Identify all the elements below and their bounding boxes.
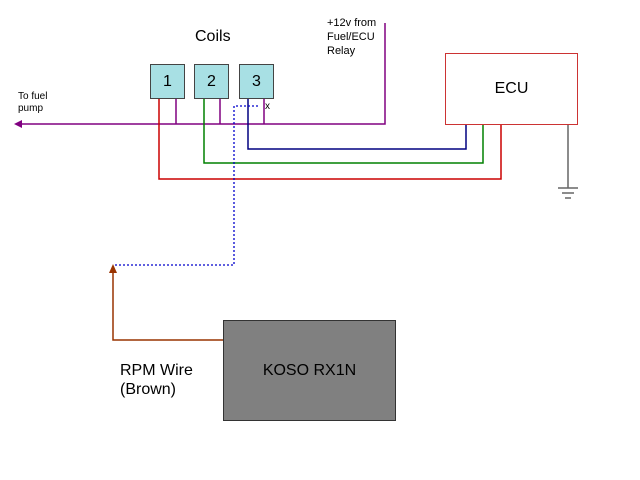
coil-2: 2 [194, 64, 229, 99]
rpm-brown-wire [112, 271, 223, 341]
coil-1-ecu-wire [158, 99, 502, 180]
power-source-label: +12v from Fuel/ECU Relay [327, 16, 376, 58]
coil-3: 3 [239, 64, 274, 99]
rpm-label-line-1: RPM Wire [120, 362, 193, 379]
rpm-label-line-2: (Brown) [120, 381, 177, 398]
power-label-line-2: Fuel/ECU [327, 31, 375, 43]
x-mark: x [265, 101, 270, 112]
fuel-pump-label-line-2: pump [18, 103, 44, 114]
power-label-line-3: Relay [327, 45, 356, 57]
koso-label: KOSO RX1N [262, 361, 357, 379]
power-wire [20, 23, 386, 125]
coil-3-ecu-wire [247, 99, 467, 150]
rpm-wire-label: RPM Wire (Brown) [120, 361, 193, 399]
coil-2-ecu-wire [203, 99, 484, 164]
fuel-pump-label-line-1: To fuel [18, 91, 48, 102]
koso-box: KOSO RX1N [223, 320, 396, 421]
fuel-pump-label: To fuel pump [18, 91, 47, 115]
rpm-arrowhead [109, 264, 117, 273]
rpm-tap-dotted-wire [113, 105, 258, 266]
ecu-box: ECU [445, 53, 578, 125]
coils-title: Coils [195, 28, 231, 45]
ecu-label: ECU [494, 80, 529, 97]
power-label-line-1: +12v from [327, 17, 377, 29]
coil-1: 1 [150, 64, 185, 99]
fuel-pump-arrowhead [14, 120, 22, 128]
